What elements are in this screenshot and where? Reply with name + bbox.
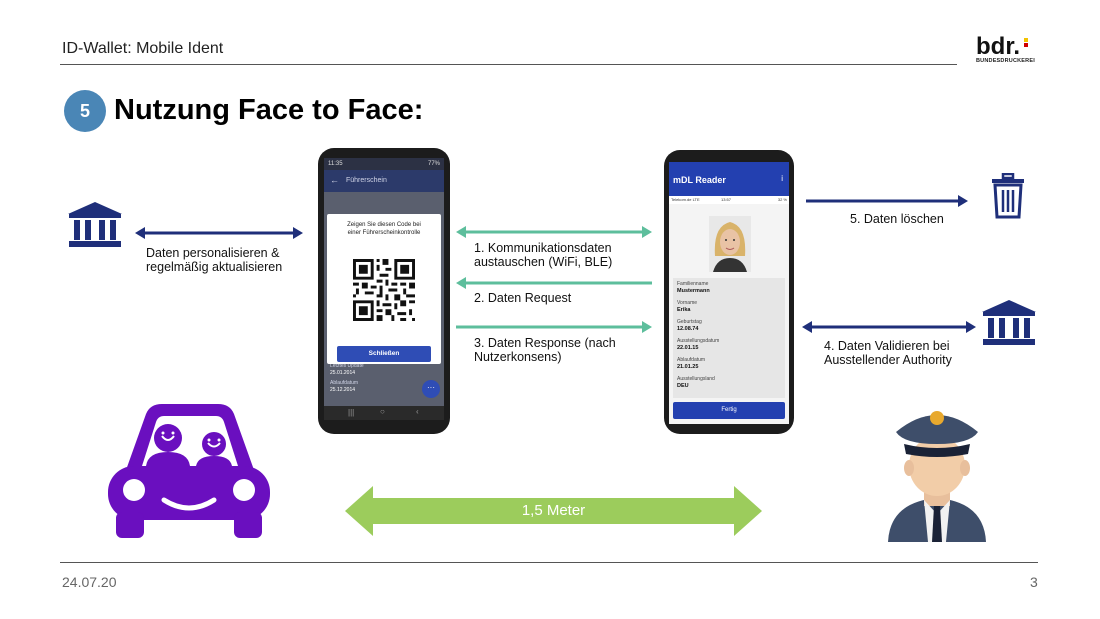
- qr-dialog: Zeigen Sie diesen Code bei einer Führers…: [327, 214, 441, 364]
- validate-double-arrow: [802, 321, 976, 333]
- qr-dialog-text-line1: Zeigen Sie diesen Code bei: [347, 222, 421, 228]
- step1-label-line2: austauschen (WiFi, BLE): [474, 255, 613, 269]
- distance-label: 1,5 Meter: [521, 502, 586, 519]
- header-divider: [60, 64, 957, 65]
- step3-label-line2: Nutzerkonsens): [474, 350, 562, 364]
- request-arrow: [456, 277, 652, 289]
- car-with-people-icon: [108, 404, 270, 538]
- logo-subtitle: BUNDESDRUCKEREI: [976, 58, 1035, 64]
- field-value: Mustermann: [677, 288, 710, 294]
- field-value: 21.01.25: [677, 364, 699, 370]
- reader-app-title: mDL Reader: [673, 175, 726, 185]
- wallet-field1-value: 25.01.2014: [330, 370, 356, 376]
- step1-label-line1: 1. Kommunikationsdaten: [474, 241, 612, 255]
- qr-dialog-text-line2: einer Führerscheinkontrolle: [347, 230, 421, 236]
- distance-double-arrow: [345, 486, 762, 536]
- reader-status-carrier: Telekom.de LTE: [671, 197, 700, 202]
- exchange-double-arrow: [456, 226, 652, 238]
- field-label: Ausstellungsdatum: [677, 338, 720, 344]
- field-value: 22.01.15: [677, 345, 699, 351]
- home-icon[interactable]: ○: [380, 407, 385, 416]
- back-icon[interactable]: ‹: [416, 407, 419, 416]
- response-arrow: [456, 321, 652, 333]
- wallet-app-bar: ← Führerschein: [324, 170, 444, 192]
- header-title: ID-Wallet: Mobile Ident: [62, 40, 224, 57]
- wallet-status-time: 11:35: [328, 161, 343, 167]
- portrait-photo: [709, 216, 751, 272]
- footer-date: 24.07.20: [62, 574, 117, 590]
- personalize-double-arrow: [135, 227, 303, 239]
- back-arrow-icon[interactable]: ←: [330, 175, 339, 185]
- step4-label-line1: 4. Daten Validieren bei: [824, 339, 950, 353]
- personalize-label-line2: regelmäßig aktualisieren: [146, 260, 283, 274]
- trash-icon: [992, 173, 1024, 219]
- wallet-status-battery: 77%: [427, 161, 440, 167]
- wallet-phone: 11:35 77% ← Führerschein Letztes Update …: [318, 148, 450, 434]
- field-label: Geburtstag: [677, 319, 702, 325]
- field-label: Familienname: [677, 281, 709, 287]
- page-title: Nutzung Face to Face:: [114, 94, 424, 126]
- reader-data-panel: Familienname Mustermann Vorname Erika Ge…: [673, 278, 785, 398]
- recent-apps-icon[interactable]: |||: [348, 408, 355, 417]
- step5-label: 5. Daten löschen: [850, 212, 944, 226]
- close-button[interactable]: Schließen: [337, 346, 431, 362]
- wallet-app-title: Führerschein: [346, 177, 387, 184]
- field-label: Ausstellungsland: [677, 376, 715, 382]
- android-nav-bar: ||| ○ ‹: [324, 406, 444, 420]
- police-officer-icon: [888, 411, 986, 542]
- more-fab-icon[interactable]: ···: [422, 380, 440, 398]
- step-number-badge: 5: [64, 90, 106, 132]
- step3-label-line1: 3. Daten Response (nach: [474, 336, 616, 350]
- step2-label: 2. Daten Request: [474, 291, 572, 305]
- delete-arrow: [806, 195, 968, 207]
- field-label: Vorname: [677, 300, 698, 306]
- wallet-status-bar: 11:35 77%: [324, 158, 444, 170]
- bank-icon: [68, 202, 122, 247]
- page-number: 3: [1030, 574, 1038, 590]
- bdr-logo: bdr.: [976, 33, 1028, 60]
- reader-screen: mDL Reader i Telekom.de LTE 13:57 32 % F…: [669, 162, 789, 424]
- logo-brand: bdr.: [976, 33, 1020, 60]
- wallet-field2-label: Ablaufdatum: [330, 380, 359, 386]
- reader-phone: mDL Reader i Telekom.de LTE 13:57 32 % F…: [664, 150, 794, 434]
- reader-status-bar: Telekom.de LTE 13:57 32 %: [669, 196, 789, 204]
- info-icon[interactable]: i: [781, 174, 783, 183]
- reader-status-battery: 32 %: [777, 197, 787, 202]
- qr-code-icon: [353, 259, 415, 321]
- reader-app-bar: mDL Reader i: [669, 162, 789, 196]
- wallet-screen: 11:35 77% ← Führerschein Letztes Update …: [324, 158, 444, 420]
- step4-label-line2: Ausstellender Authority: [824, 353, 952, 367]
- reader-status-time: 13:57: [721, 197, 732, 202]
- authority-bank-icon: [982, 300, 1036, 345]
- done-button[interactable]: Fertig: [673, 402, 785, 419]
- footer-divider: [60, 562, 1038, 563]
- field-value: 12.08.74: [677, 326, 699, 332]
- field-value: Erika: [677, 307, 691, 313]
- field-label: Ablaufdatum: [677, 357, 706, 363]
- personalize-label-line1: Daten personalisieren &: [146, 246, 280, 260]
- wallet-field1-label: Letztes Update: [330, 363, 364, 369]
- wallet-field2-value: 25.12.2014: [330, 387, 356, 393]
- field-value: DEU: [677, 383, 689, 389]
